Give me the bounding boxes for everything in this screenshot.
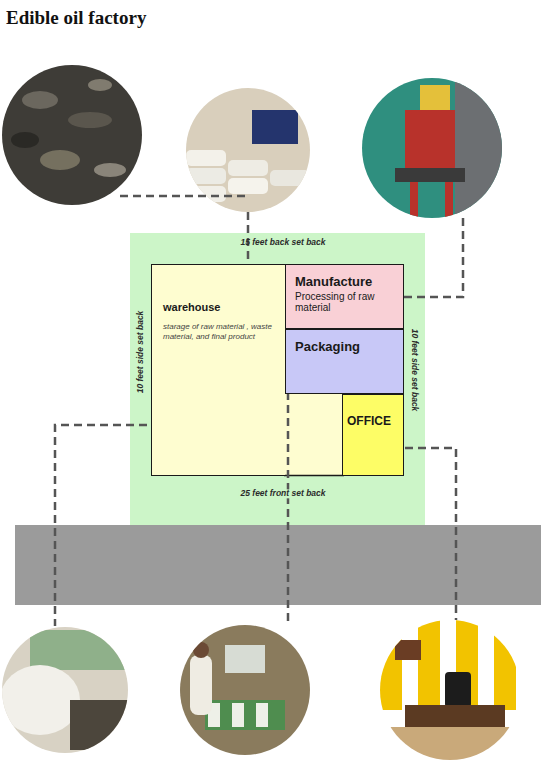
photo-storage	[0, 625, 130, 755]
room-description: Processing of raw material	[295, 291, 397, 314]
setback-label: 15 feet back set back	[238, 238, 327, 247]
room-name: Packaging	[295, 340, 397, 355]
warehouse-extension	[285, 393, 343, 475]
road	[15, 525, 541, 605]
page-title: Edible oil factory	[6, 7, 146, 29]
manufacture-room: ManufactureProcessing of raw material	[285, 264, 404, 329]
photo-press-machine	[360, 76, 505, 222]
room-description: starage of raw material , waste material…	[163, 322, 275, 342]
leader-lines	[55, 196, 463, 626]
setback-label: 10 feet side set back	[409, 327, 418, 414]
warehouse-room: warehouse starage of raw material , waste…	[151, 264, 285, 476]
office-room: OFFICE	[342, 394, 404, 476]
packaging-room: Packaging	[285, 329, 404, 394]
photo-seed-cake	[0, 60, 150, 210]
room-name: Manufacture	[295, 275, 397, 290]
photo-packaging	[178, 623, 313, 758]
photo-office	[380, 620, 520, 760]
setback-label: 10 feet side set back	[136, 309, 145, 396]
room-name: warehouse	[163, 301, 275, 314]
room-name: OFFICE	[347, 415, 400, 429]
setback-label: 25 feet front set back	[238, 489, 327, 498]
site-plot	[130, 233, 425, 525]
